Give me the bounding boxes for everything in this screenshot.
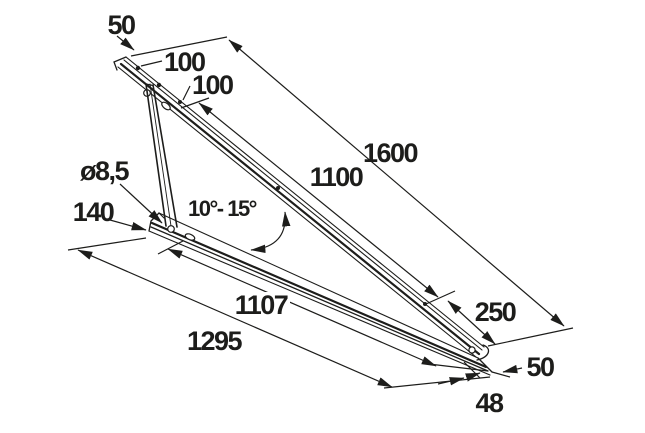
dim-rail-spacing-a: 100	[140, 47, 207, 77]
dim-label: 1107	[235, 290, 288, 320]
extension-line	[383, 376, 491, 389]
extension-tick	[425, 290, 456, 305]
rail-mark-dot	[156, 82, 162, 88]
dim-base-end-width: 48	[437, 361, 505, 418]
leader-arrow	[119, 183, 163, 224]
dim-label: 1100	[310, 162, 363, 192]
dim-label: 50	[107, 10, 135, 40]
rail-edge-line	[117, 66, 477, 358]
strut-edge-line	[152, 84, 178, 228]
rail-top-end-cap	[113, 56, 127, 71]
extension-line	[130, 36, 228, 57]
dim-rail-bottom-span: 250	[447, 297, 517, 345]
extension-tick	[180, 97, 210, 109]
dim-arrow	[502, 364, 523, 374]
dim-rail-spacing-b: 100	[182, 70, 235, 101]
dim-tilt-angle: 10°- 15°	[188, 196, 291, 254]
dim-rail-top-offset: 50	[107, 10, 136, 51]
rail-end-hole	[468, 346, 476, 354]
rail-slot	[161, 101, 171, 111]
dim-base-end-offset: 50	[491, 352, 555, 382]
dim-hole-diameter: ø8,5	[80, 156, 163, 224]
strut-top-cap	[145, 83, 154, 87]
dim-label: 1600	[363, 138, 418, 168]
base-hole	[167, 225, 175, 233]
dim-base-left-offset: 140	[73, 197, 147, 231]
dim-line	[447, 300, 496, 345]
support-strut	[145, 83, 178, 228]
rail-mark-dot	[135, 65, 141, 71]
leader-arrow	[109, 219, 147, 231]
base-slot	[184, 233, 196, 241]
extension-line	[491, 371, 511, 378]
dim-arrow	[465, 372, 481, 382]
extension-line	[428, 363, 489, 372]
dim-label: 1295	[187, 326, 243, 356]
rail-mark-dot	[276, 186, 280, 190]
base-right-end-face	[477, 357, 493, 373]
extension-tick	[157, 240, 184, 255]
dim-label: 250	[475, 297, 516, 327]
dim-arrow	[116, 35, 135, 51]
leader-line	[140, 60, 163, 67]
extension-line	[67, 237, 147, 251]
strut-edge-line	[145, 83, 167, 227]
dim-label: 48	[475, 388, 504, 418]
dim-label: 50	[526, 352, 554, 382]
strut-edge-line	[149, 83, 172, 227]
dim-arrow	[437, 377, 465, 386]
dim-label: 100	[164, 47, 205, 77]
dim-label: ø8,5	[80, 156, 130, 186]
dim-line	[77, 249, 393, 388]
dim-label: 100	[192, 70, 233, 100]
angle-arc	[250, 211, 291, 254]
dim-label: 140	[73, 197, 114, 227]
dim-label: 10°- 15°	[188, 196, 257, 221]
leader-line	[182, 85, 191, 101]
rail-mark-dot	[178, 100, 182, 104]
dim-line	[228, 39, 565, 327]
dim-base-total-length: 1295	[67, 237, 491, 389]
extension-line	[487, 327, 574, 347]
